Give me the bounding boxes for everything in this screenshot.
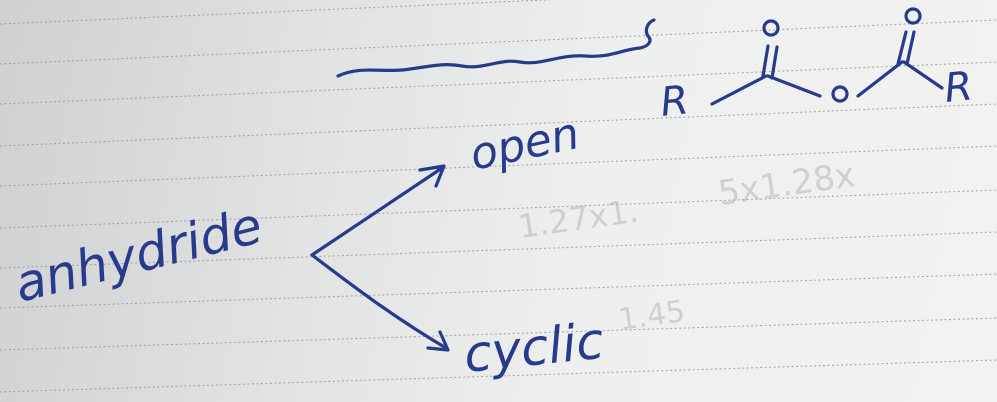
ghost-text-1: 5x1.28x (716, 155, 858, 214)
double-bond-c2-a (896, 30, 908, 66)
handwritten-anhydride: anhydride (9, 196, 268, 313)
double-bond-c2-b (905, 30, 916, 66)
bleed-through-text: 5x1.28x 1.27x1. 1.45 (516, 155, 858, 338)
bridge-oxygen-ring (831, 85, 849, 103)
handwritten-cyclic: cyclic (461, 312, 606, 384)
wavy-chain-line (336, 18, 656, 78)
arrow-to-open-head (418, 164, 446, 188)
carbonyl-oxygen-2-ring (904, 7, 922, 25)
arrow-to-open (310, 166, 444, 257)
double-bond-c1-b (770, 45, 779, 80)
structure-r-right: R (942, 63, 974, 112)
carbonyl-oxygen-1-ring (762, 19, 780, 37)
double-bond-c1-a (761, 44, 770, 78)
handwritten-open: open (466, 108, 584, 181)
ghost-text-2: 1.27x1. (516, 191, 641, 245)
arrow-to-cyclic (310, 253, 448, 350)
ghost-text-3: 1.45 (616, 294, 687, 338)
arrow-to-cyclic-head (426, 330, 450, 352)
bond-r-c1 (710, 74, 768, 106)
anhydride-structure (710, 7, 944, 106)
bond-c2-r (902, 60, 944, 90)
bond-c1-o (766, 74, 822, 98)
structure-r-left: R (658, 77, 690, 126)
bond-o-c2 (856, 60, 904, 98)
